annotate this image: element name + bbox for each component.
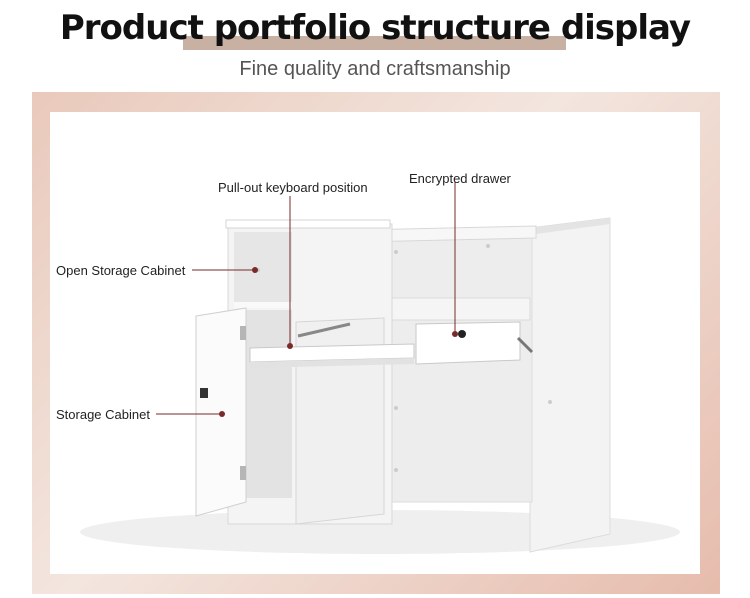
reception-desk-illustration bbox=[80, 182, 680, 554]
callout-keyboard-label: Pull-out keyboard position bbox=[218, 180, 368, 195]
page-subtitle: Fine quality and craftsmanship bbox=[239, 58, 511, 80]
product-photo bbox=[50, 112, 700, 574]
callout-lines bbox=[156, 182, 458, 417]
callout-open-cabinet-label: Open Storage Cabinet bbox=[56, 263, 186, 278]
callout-storage-cabinet-label: Storage Cabinet bbox=[56, 407, 150, 422]
header: Product portfolio structure display Fine… bbox=[0, 0, 750, 92]
title-accent-bar bbox=[183, 36, 566, 50]
page-title: Product portfolio structure display bbox=[59, 8, 691, 48]
callout-drawer-label: Encrypted drawer bbox=[409, 171, 511, 186]
